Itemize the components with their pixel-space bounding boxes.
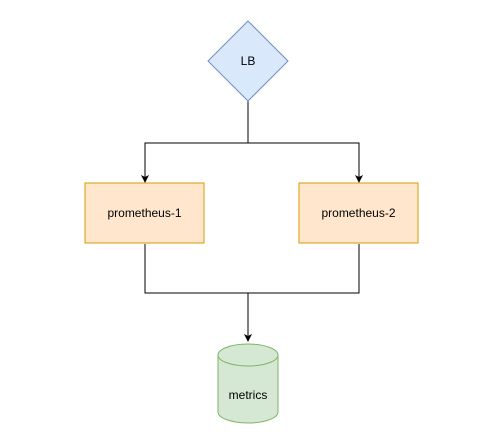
prometheus-2-label: prometheus-2 <box>321 206 395 220</box>
edge-lb-to-prometheus-2 <box>247 101 363 183</box>
edge-prometheus-1-to-metrics <box>144 244 252 342</box>
edge-prometheus-2-to-metrics <box>248 244 360 294</box>
metrics-cylinder-body <box>217 343 279 424</box>
lb-label: LB <box>241 54 256 68</box>
prometheus-1-node[interactable]: prometheus-1 <box>84 182 205 244</box>
metrics-label: metrics <box>229 388 268 402</box>
metrics-cylinder-rim <box>217 354 279 367</box>
prometheus-2-box <box>298 182 419 244</box>
prometheus-1-box <box>84 182 205 244</box>
metrics-node[interactable]: metrics <box>217 343 279 424</box>
lb-node[interactable]: LB <box>207 20 289 102</box>
prometheus-2-node[interactable]: prometheus-2 <box>298 182 419 244</box>
lb-diamond-shape <box>207 20 289 102</box>
edge-lb-to-prometheus-1 <box>141 101 249 183</box>
prometheus-1-label: prometheus-1 <box>107 206 181 220</box>
